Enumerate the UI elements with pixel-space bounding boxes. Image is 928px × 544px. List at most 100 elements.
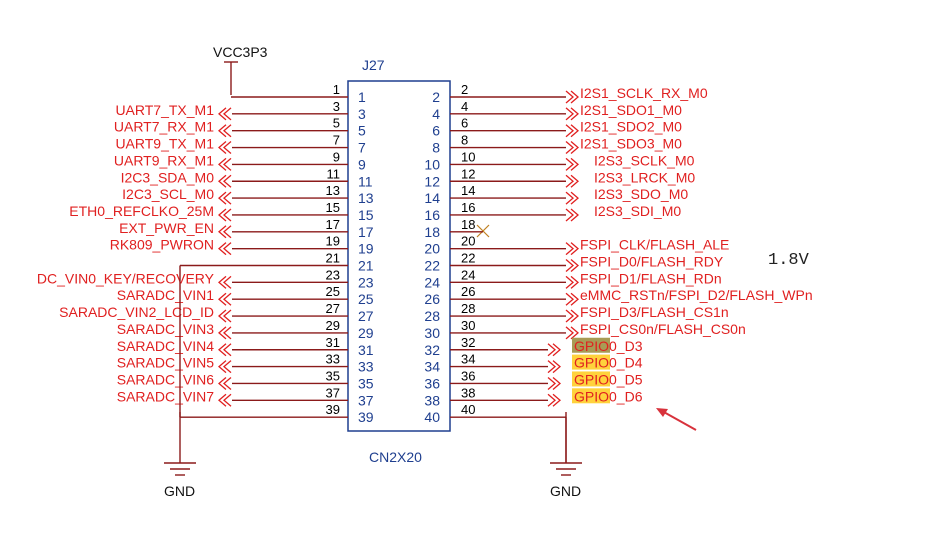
net-port-icon — [565, 208, 574, 222]
inner-pin-number: 17 — [358, 224, 374, 240]
outer-pin-number: 15 — [326, 200, 340, 215]
outer-pin-number: 21 — [326, 251, 340, 266]
outer-pin-number: 25 — [326, 284, 340, 299]
inner-pin-number: 38 — [424, 392, 440, 408]
outer-pin-number: 2 — [461, 82, 468, 97]
net-label: UART9_TX_M1 — [115, 136, 214, 152]
net-port-icon — [218, 292, 227, 306]
outer-pin-number: 40 — [461, 402, 475, 417]
net-port-icon — [570, 242, 579, 256]
inner-pin-number: 23 — [358, 274, 374, 290]
outer-pin-number: 30 — [461, 318, 475, 333]
outer-pin-number: 36 — [461, 368, 475, 383]
net-port-icon — [223, 309, 232, 323]
outer-pin-number: 29 — [326, 318, 340, 333]
inner-pin-number: 32 — [424, 342, 440, 358]
net-port-icon — [218, 393, 227, 407]
inner-pin-number: 22 — [424, 258, 440, 274]
net-port-icon — [218, 157, 227, 171]
net-label: I2S3_SCLK_M0 — [594, 152, 695, 168]
outer-pin-number: 6 — [461, 116, 468, 131]
outer-pin-number: 9 — [333, 149, 340, 164]
net-label: I2S1_SCLK_RX_M0 — [580, 85, 708, 101]
outer-pin-number: 18 — [461, 217, 475, 232]
net-port-icon — [565, 191, 574, 205]
net-port-icon — [223, 292, 232, 306]
net-port-icon — [570, 326, 579, 340]
outer-pin-number: 23 — [326, 267, 340, 282]
inner-pin-number: 31 — [358, 342, 374, 358]
inner-pin-number: 33 — [358, 359, 374, 375]
net-label: DC_VIN0_KEY/RECOVERY — [37, 270, 215, 286]
net-label: SARADC_VIN5 — [117, 355, 214, 371]
net-port-icon — [552, 360, 561, 374]
outer-pin-number: 5 — [333, 116, 340, 131]
net-port-icon — [570, 292, 579, 306]
net-port-icon — [565, 141, 574, 155]
left-pin-row: 23 23 DC_VIN0_KEY/RECOVERY — [37, 267, 374, 290]
inner-pin-number: 37 — [358, 392, 374, 408]
net-label: ETH0_REFCLKO_25M — [69, 203, 214, 219]
net-port-icon — [218, 343, 227, 357]
net-port-icon — [218, 225, 227, 239]
net-port-icon — [565, 107, 574, 121]
net-port-icon — [218, 208, 227, 222]
outer-pin-number: 35 — [326, 368, 340, 383]
net-label: FSPI_CLK/FLASH_ALE — [580, 237, 729, 253]
outer-pin-number: 38 — [461, 385, 475, 400]
inner-pin-number: 4 — [432, 106, 440, 122]
highlight-mark — [572, 371, 610, 387]
net-port-icon — [223, 275, 232, 289]
net-port-icon — [565, 326, 574, 340]
highlight-mark — [572, 337, 610, 353]
net-port-icon — [218, 191, 227, 205]
net-port-icon — [223, 107, 232, 121]
inner-pin-number: 7 — [358, 140, 366, 156]
net-port-icon — [218, 376, 227, 390]
connector-body — [347, 80, 451, 432]
inner-pin-number: 3 — [358, 106, 366, 122]
net-port-icon — [223, 326, 232, 340]
net-label: SARADC_VIN2_LCD_ID — [59, 304, 214, 320]
inner-pin-number: 5 — [358, 123, 366, 139]
net-port-icon — [565, 157, 574, 171]
net-port-icon — [223, 208, 232, 222]
inner-pin-number: 24 — [424, 274, 440, 290]
outer-pin-number: 20 — [461, 234, 475, 249]
net-label: SARADC_VIN1 — [117, 287, 214, 303]
net-label: UART7_TX_M1 — [115, 102, 214, 118]
voltage-note: 1.8V — [768, 251, 810, 270]
net-port-icon — [570, 208, 579, 222]
outer-pin-number: 4 — [461, 99, 468, 114]
outer-pin-number: 31 — [326, 335, 340, 350]
no-connect-icon — [476, 224, 490, 238]
net-port-icon — [223, 157, 232, 171]
inner-pin-number: 15 — [358, 207, 374, 223]
net-label: I2S3_SDO_M0 — [594, 186, 688, 202]
net-port-icon — [570, 107, 579, 121]
connector-part: CN2X20 — [369, 449, 422, 465]
net-port-icon — [223, 174, 232, 188]
inner-pin-number: 8 — [432, 140, 440, 156]
gnd-right-icon — [550, 462, 582, 476]
net-port-icon — [570, 90, 579, 104]
net-port-icon — [218, 124, 227, 138]
outer-pin-number: 32 — [461, 335, 475, 350]
outer-pin-number: 1 — [333, 82, 340, 97]
net-port-icon — [552, 376, 561, 390]
